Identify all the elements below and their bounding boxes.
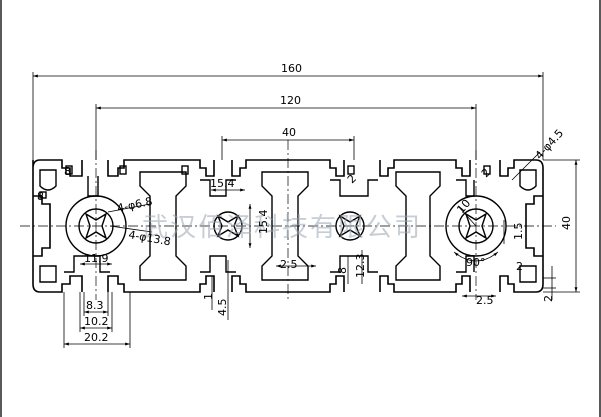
dim-slot-15-4-h: 15.4 bbox=[210, 177, 235, 190]
dim-side-2: 2 bbox=[542, 295, 555, 302]
dim-width-10-2: 10.2 bbox=[84, 315, 109, 328]
dim-corner-r1: 8 bbox=[37, 190, 44, 203]
dim-center-width: 40 bbox=[282, 126, 296, 139]
watermark-text: 武汉佰泽科技有限公司 bbox=[142, 213, 422, 243]
dim-overall-width: 160 bbox=[281, 62, 302, 75]
dimension-lines bbox=[32, 72, 580, 348]
dim-thick-2-5-mid: 2.5 bbox=[280, 258, 298, 271]
dim-inner-width: 120 bbox=[280, 94, 301, 107]
dim-depth-4-5: 4.5 bbox=[216, 299, 229, 317]
center-lines bbox=[20, 140, 556, 300]
dim-slot-15-4-v: 15.4 bbox=[257, 210, 270, 235]
dim-slot-12-3: 12.3 bbox=[354, 254, 367, 279]
dim-corner-r5: 2 bbox=[516, 260, 523, 273]
frame-left-border bbox=[0, 0, 2, 417]
dim-slot-8: 8 bbox=[336, 267, 349, 274]
dim-corner-r2: 8 bbox=[64, 165, 71, 178]
dim-thick-2-5-right: 2.5 bbox=[476, 294, 494, 307]
dim-width-20-2: 20.2 bbox=[84, 331, 109, 344]
dim-angle-90: 90° bbox=[466, 256, 486, 269]
dim-width-11-9: 11.9 bbox=[84, 252, 109, 265]
dim-hole-small: 4-φ6.8 bbox=[116, 195, 154, 215]
dim-depth-1: 1 bbox=[202, 293, 215, 300]
frame-right-border bbox=[599, 0, 601, 417]
dim-width-8-3: 8.3 bbox=[86, 299, 104, 312]
dim-corner-hole: 4-φ4.5 bbox=[533, 127, 567, 162]
dim-rib-1-5: 1.5 bbox=[512, 223, 525, 241]
dim-height: 40 bbox=[560, 216, 573, 230]
dimension-labels: 160 120 40 40 15.4 15.4 4-φ6.8 4-φ13.8 4… bbox=[37, 62, 573, 344]
dim-corner-r4: 2 bbox=[479, 166, 493, 180]
dim-radius-10: 10 bbox=[454, 197, 473, 216]
